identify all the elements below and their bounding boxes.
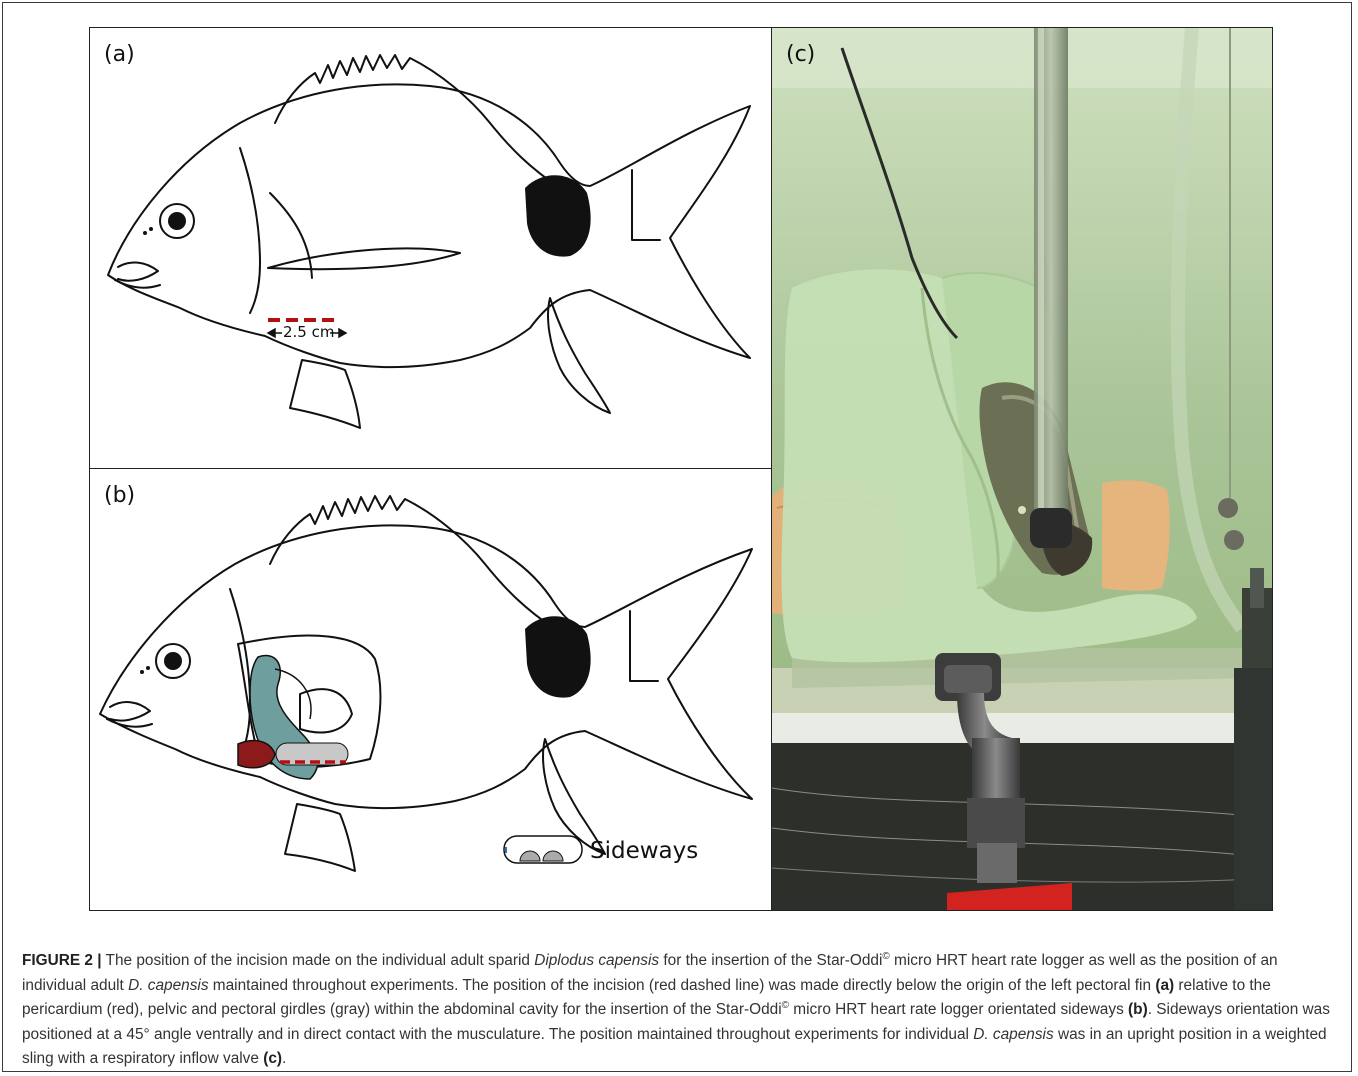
panel-b-fish-anatomy: (b) Sideways	[89, 468, 772, 911]
caption-text: The position of the incision made on the…	[102, 952, 535, 969]
fish-outline-drawing	[90, 28, 772, 469]
caption-text: micro HRT heart rate logger orientated s…	[789, 1001, 1128, 1018]
panel-a-label: (a)	[104, 42, 135, 67]
incision-length-label: 2.5 cm	[283, 323, 334, 341]
caption-text: maintained throughout experiments. The p…	[209, 977, 1156, 994]
caption-species: D. capensis	[128, 977, 208, 994]
panel-c-photo: (c)	[771, 27, 1273, 911]
panel-c-label: (c)	[786, 42, 815, 67]
figure-number: FIGURE 2 |	[22, 952, 102, 969]
caption-species: D. capensis	[973, 1026, 1053, 1043]
panel-b-label: (b)	[104, 483, 135, 508]
copyright-mark: ©	[882, 951, 889, 962]
caption-panel-ref: (a)	[1155, 977, 1174, 994]
caption-text: .	[282, 1050, 286, 1067]
caption-text: for the insertion of the Star-Oddi	[659, 952, 882, 969]
sideways-legend-label: Sideways	[590, 838, 698, 864]
caption-panel-ref: (c)	[263, 1050, 282, 1067]
figure-caption: FIGURE 2 | The position of the incision …	[22, 949, 1338, 1072]
panel-a-fish-incision: (a) 2.5 cm	[89, 27, 772, 469]
copyright-mark: ©	[782, 1000, 789, 1011]
caption-species: Diplodus capensis	[534, 952, 659, 969]
tank-photo	[772, 28, 1273, 911]
caption-panel-ref: (b)	[1128, 1001, 1148, 1018]
sideways-legend-icon	[504, 836, 582, 863]
